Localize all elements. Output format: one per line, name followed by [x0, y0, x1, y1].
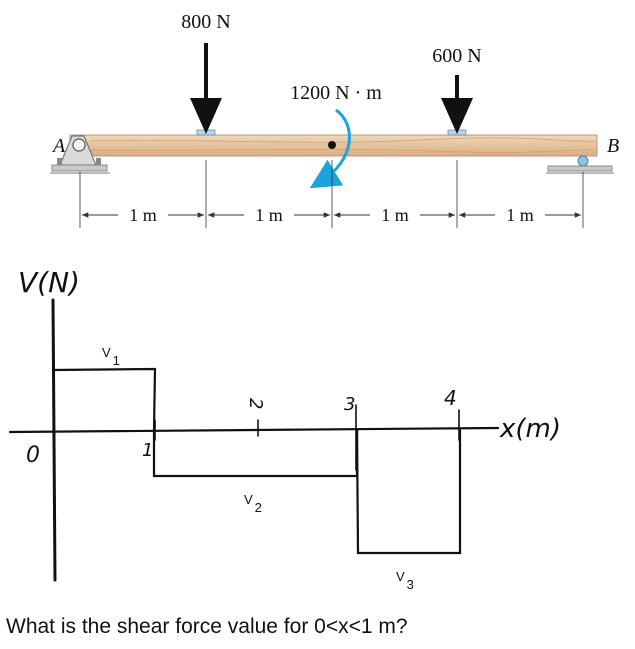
tick-label-3: 3 [344, 394, 355, 415]
segment-label-v1: V1 [102, 345, 120, 368]
span-label-3: 1 m [381, 205, 409, 225]
moment-point [328, 141, 336, 149]
tick-label-1: 1 [142, 440, 153, 461]
shear-segment-v1 [51, 367, 157, 432]
v-axis [51, 298, 57, 582]
segment-label-v3: V3 [396, 569, 414, 592]
roller-support-b [546, 155, 614, 174]
load-label-800: 800 N [181, 11, 230, 33]
span-label-4: 1 m [506, 205, 534, 225]
question-text: What is the shear force value for 0<x<1 … [6, 615, 408, 638]
shear-segment-v2 [152, 428, 359, 478]
support-label-b: B [607, 135, 619, 157]
load-label-600: 600 N [432, 45, 481, 67]
moment-label: 1200 N · m [290, 82, 382, 104]
tick-label-4: 4 [444, 386, 457, 410]
tick-label-2: 2 [245, 398, 266, 409]
span-label-2: 1 m [255, 205, 283, 225]
support-label-a: A [51, 135, 66, 157]
shear-diagram [8, 298, 500, 582]
beam-figure: 800 N 600 N 1200 N · m A B [50, 11, 619, 228]
v-axis-label: V(N) [18, 266, 80, 299]
x-axis [8, 426, 500, 434]
origin-label: 0 [26, 443, 40, 468]
shear-segment-v3 [355, 428, 462, 555]
x-axis-label: x(m) [499, 414, 561, 444]
segment-label-v2: V2 [244, 492, 262, 515]
span-label-1: 1 m [129, 205, 157, 225]
pin-support-a [50, 135, 110, 174]
moment-arrow [309, 108, 351, 189]
